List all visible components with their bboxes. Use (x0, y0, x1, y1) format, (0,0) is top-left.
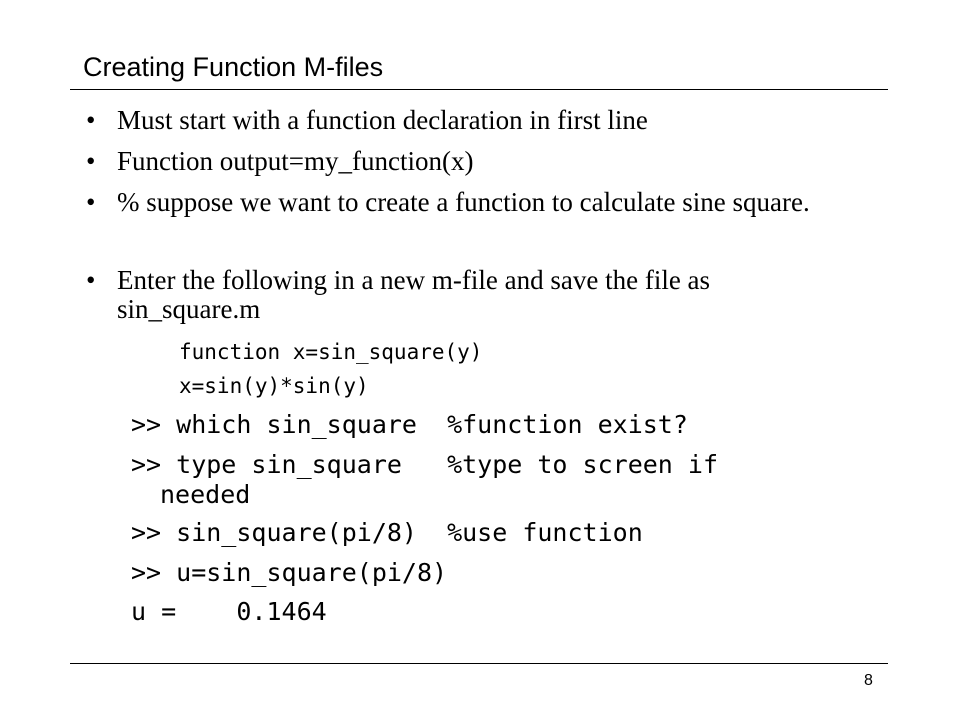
bullet-item: • Function output=my_function(x) (86, 147, 846, 176)
bullet-item: • Enter the following in a new m-file an… (86, 266, 846, 324)
footer-divider (70, 663, 888, 664)
bullet-item: • Must start with a function declaration… (86, 106, 846, 135)
bullet-dot-icon: • (86, 146, 96, 176)
console-line-assign: >> u=sin_square(pi/8) (131, 558, 448, 587)
bullet-dot-icon: • (86, 187, 96, 217)
code-line-function-body: x=sin(y)*sin(y) (179, 374, 369, 398)
slide-title: Creating Function M-files (83, 52, 384, 82)
bullet-text: Enter the following in a new m-file and … (117, 265, 711, 324)
console-line-which: >> which sin_square %function exist? (131, 410, 688, 439)
bullet-text: Must start with a function declaration i… (117, 105, 648, 135)
console-line-type: >> type sin_square %type to screen if (131, 450, 718, 479)
bullet-dot-icon: • (86, 105, 96, 135)
console-line-call: >> sin_square(pi/8) %use function (131, 518, 643, 547)
page-number: 8 (864, 672, 873, 689)
console-line-result: u = 0.1464 (131, 597, 327, 626)
console-line-type-continued: needed (160, 480, 251, 509)
code-line-function-declaration: function x=sin_square(y) (179, 340, 483, 364)
bullet-item: • % suppose we want to create a function… (86, 188, 846, 217)
bullet-text: % suppose we want to create a function t… (117, 187, 810, 217)
bullet-dot-icon: • (86, 265, 96, 295)
title-divider (70, 89, 888, 90)
bullet-text: Function output=my_function(x) (117, 146, 474, 176)
